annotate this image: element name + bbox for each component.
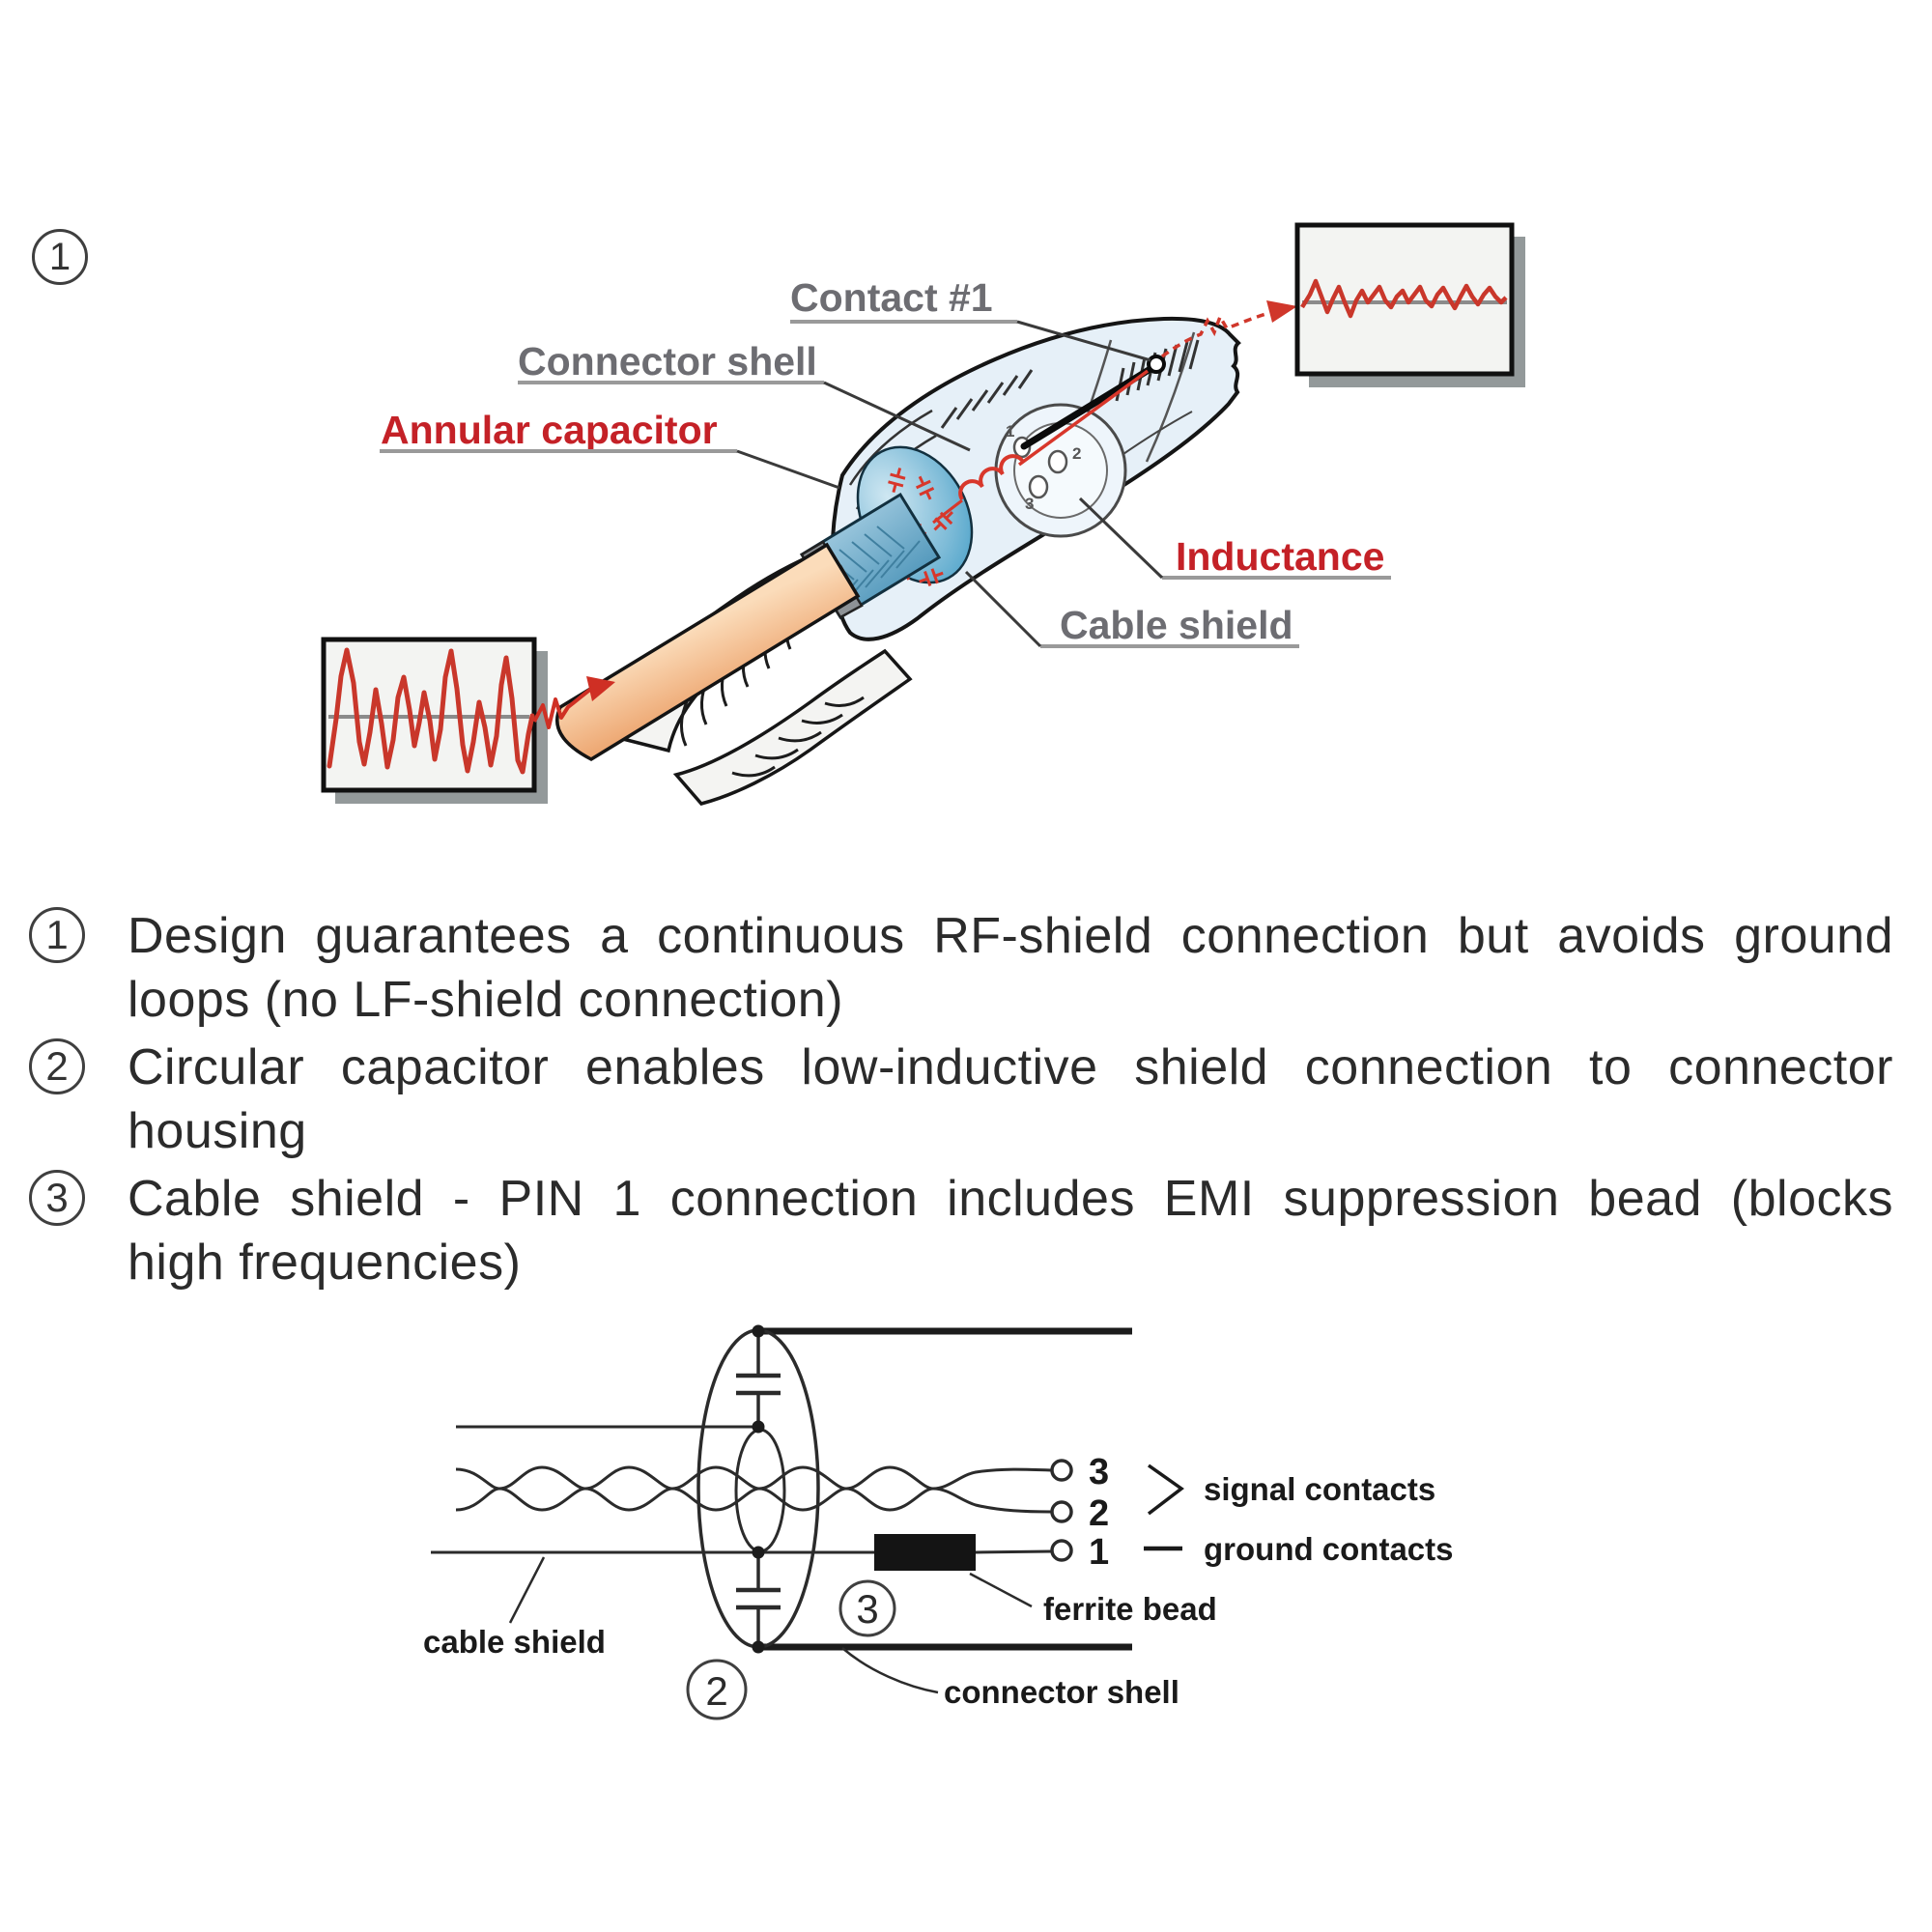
arrowhead xyxy=(1266,300,1297,323)
signal-contacts-brace xyxy=(1147,1463,1184,1516)
label-inductance: Inductance xyxy=(1078,497,1391,580)
pin2-hole xyxy=(1047,449,1068,474)
label-connector-shell: Connector shell xyxy=(518,339,971,452)
contact-3-circle xyxy=(1050,1459,1073,1482)
figure-number-badge: 1 xyxy=(32,229,88,285)
list-item-2: 2 Circular capacitor enables low-inducti… xyxy=(29,1036,1893,1163)
signal-contacts-label: signal contacts xyxy=(1204,1471,1435,1507)
item3-line2: high frequencies) xyxy=(128,1235,522,1291)
inner-ring xyxy=(734,1428,786,1553)
annular-capacitor-label: Annular capacitor xyxy=(381,408,718,452)
contact-2-circle xyxy=(1050,1500,1073,1523)
pin3-number: 3 xyxy=(1025,495,1034,513)
knurled-ring xyxy=(1115,339,1200,402)
emi-arrow xyxy=(1160,300,1297,358)
item3-line1: Cable shield - PIN 1 connection includes… xyxy=(128,1171,1893,1227)
item3-number-badge: 3 xyxy=(29,1170,85,1226)
pin2-number: 2 xyxy=(1072,444,1081,463)
filtered-signal-waveform-box xyxy=(1294,222,1525,387)
item2-line2: housing xyxy=(128,1103,307,1159)
ferrite-bead-leader xyxy=(969,1572,1033,1608)
pin1-number: 1 xyxy=(1006,422,1014,440)
filtered-waveform xyxy=(1300,278,1508,319)
pin3-number: 3 xyxy=(1089,1452,1109,1492)
noise-arrow xyxy=(532,676,615,729)
xlr-connector-illustration: 1 2 3 xyxy=(321,222,1525,806)
boot-ribs xyxy=(680,610,865,778)
shell-hatch-lines xyxy=(940,369,1034,429)
connector-shell-leader xyxy=(841,1647,939,1694)
noisy-signal-waveform-box xyxy=(321,637,548,804)
bottom-capacitor xyxy=(736,1552,781,1647)
item2-number-badge: 2 xyxy=(29,1038,85,1094)
arrowhead xyxy=(586,676,615,701)
cable xyxy=(554,542,861,762)
twisted-pair-wire-b xyxy=(455,1465,1052,1514)
pin3-hole xyxy=(1028,474,1049,499)
pin2-number: 2 xyxy=(1089,1493,1109,1534)
ferrite-bead-rect xyxy=(874,1534,976,1571)
item1-number: 1 xyxy=(45,912,69,957)
inductance-label: Inductance xyxy=(1176,534,1384,579)
top-capacitor xyxy=(736,1331,781,1422)
label-contact1: Contact #1 xyxy=(790,275,1151,362)
item2-number: 2 xyxy=(45,1043,69,1089)
item2-line1: Circular capacitor enables low-inductive… xyxy=(128,1039,1893,1095)
cable-shield-leader xyxy=(508,1556,546,1624)
pin1-number: 1 xyxy=(1089,1532,1109,1573)
item1-line2: loops (no LF-shield connection) xyxy=(128,972,844,1028)
connector-shell-label: connector shell xyxy=(944,1674,1179,1710)
leader-line xyxy=(1016,320,1151,362)
junction-dots xyxy=(752,1324,765,1654)
marker-2-number: 2 xyxy=(705,1668,727,1714)
connector-shell-label: Connector shell xyxy=(518,339,817,384)
marker-2-badge: 2 xyxy=(686,1659,748,1720)
item1-number-badge: 1 xyxy=(29,907,85,963)
marker-3-number: 3 xyxy=(856,1586,878,1632)
list-item-1: 1 Design guarantees a continuous RF-shie… xyxy=(29,904,1893,1032)
pin1-wiring-schematic: 3 2 1 signal contacts ground contacts fe… xyxy=(423,1324,1454,1720)
item1-line1: Design guarantees a continuous RF-shield… xyxy=(128,908,1893,964)
ground-contacts-label: ground contacts xyxy=(1204,1531,1454,1567)
contact-terminal xyxy=(1147,355,1166,374)
ferrite-bead-label: ferrite bead xyxy=(1043,1591,1217,1627)
leader-line xyxy=(1078,497,1164,580)
xlr-face: 1 2 3 xyxy=(994,403,1127,538)
item3-number: 3 xyxy=(45,1175,69,1220)
label-annular-capacitor: Annular capacitor xyxy=(380,408,840,490)
ground-wire-after-bead xyxy=(975,1549,1053,1554)
contact-1-circle xyxy=(1050,1539,1073,1562)
marker-3-badge: 3 xyxy=(838,1579,896,1637)
label-cable-shield: Cable shield xyxy=(964,570,1299,648)
contact1-label: Contact #1 xyxy=(790,275,993,320)
cable-shield-label: Cable shield xyxy=(1060,603,1293,647)
inductance-coil xyxy=(932,369,1150,525)
leader-line xyxy=(964,570,1042,648)
noisy-waveform xyxy=(327,647,535,775)
figure-number: 1 xyxy=(48,235,71,278)
list-item-3: 3 Cable shield - PIN 1 connection includ… xyxy=(29,1167,1893,1294)
leader-line xyxy=(736,449,840,490)
contact-pin xyxy=(1020,355,1166,450)
cable-shield-label: cable shield xyxy=(423,1624,606,1660)
leader-line xyxy=(823,381,971,452)
notes-list: 1 Design guarantees a continuous RF-shie… xyxy=(29,904,1893,1298)
